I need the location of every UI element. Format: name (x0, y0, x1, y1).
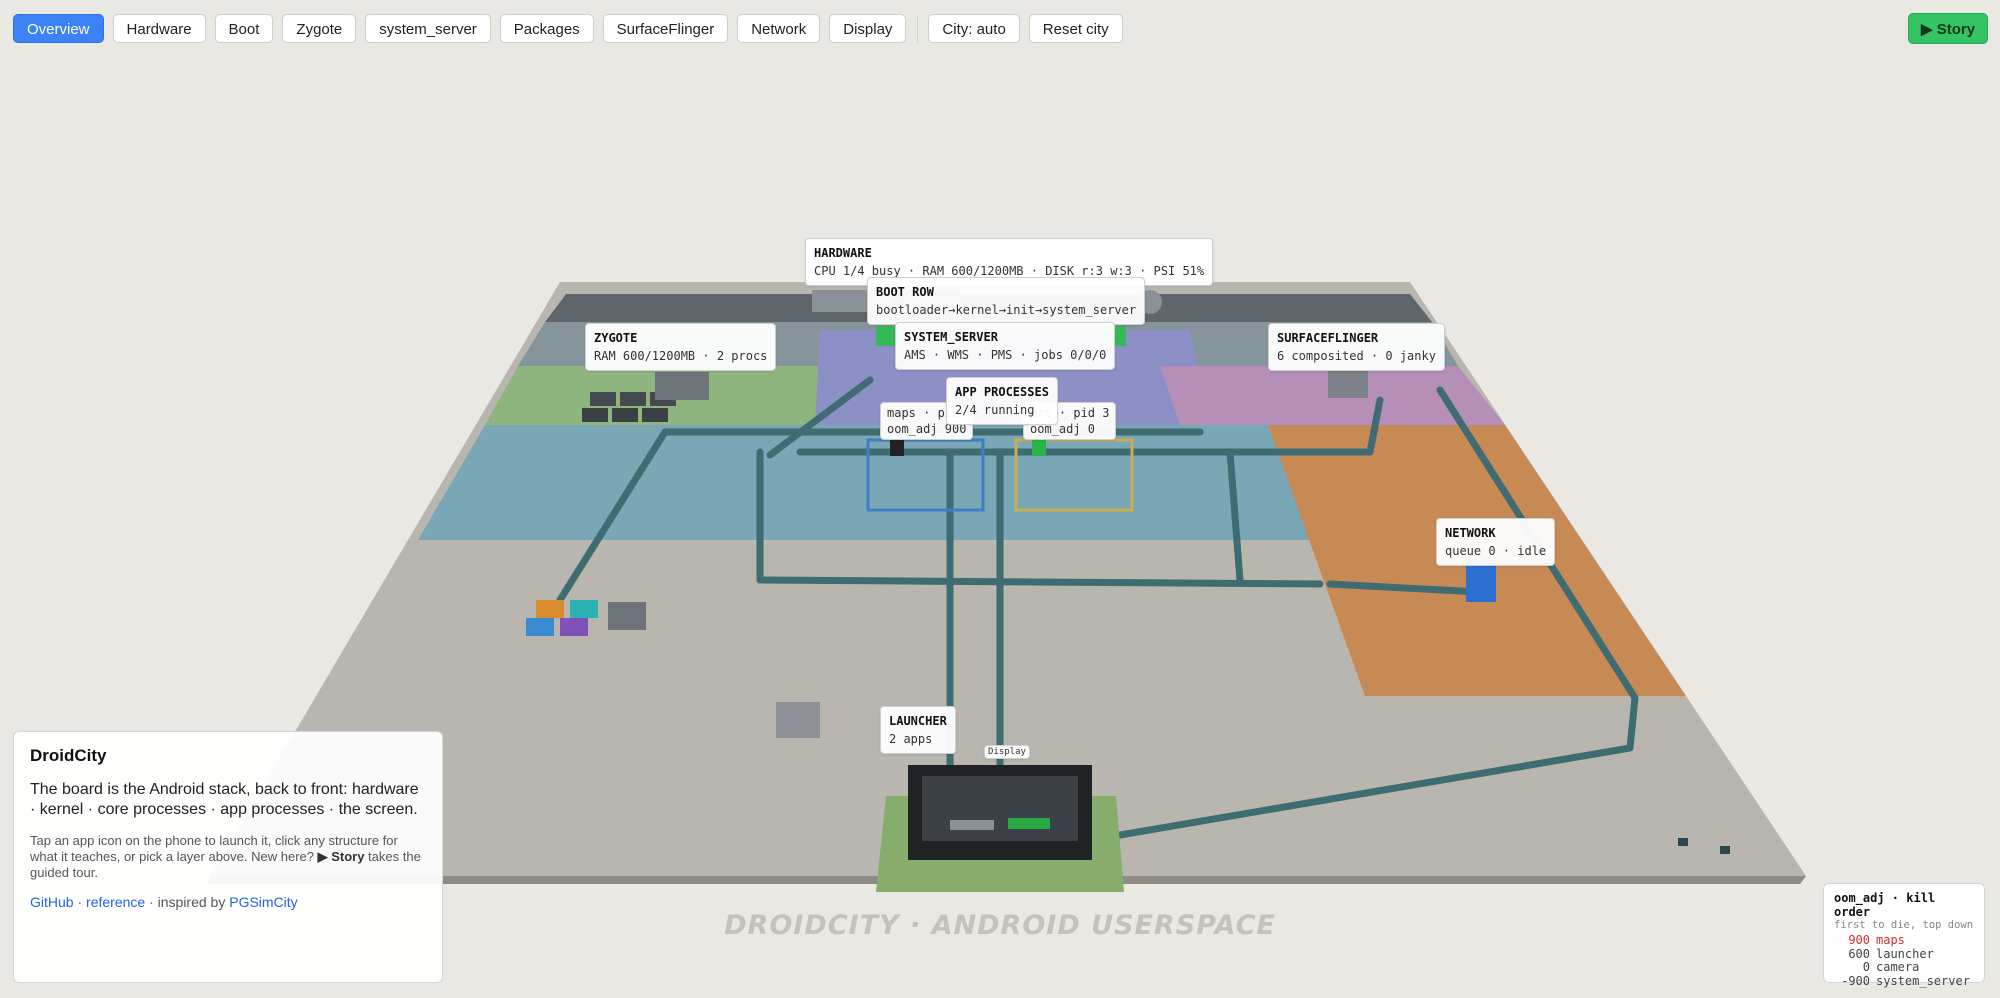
zygote-label[interactable]: ZYGOTE RAM 600/1200MB · 2 procs (585, 323, 777, 371)
tab-overview[interactable]: Overview (13, 14, 104, 43)
link-separator: · (73, 894, 87, 910)
tab-packages[interactable]: Packages (499, 14, 594, 43)
small-marker (1720, 846, 1730, 854)
storage-block[interactable] (776, 702, 820, 738)
oom-panel-title: oom_adj · kill order (1834, 891, 1936, 919)
info-panel-links: GitHub · reference · inspired by PGSimCi… (30, 894, 426, 910)
boot-row-label-title: BOOT ROW (876, 285, 934, 299)
tab-boot[interactable]: Boot (214, 14, 274, 43)
oom-row-value: -900 (1841, 973, 1870, 988)
story-button[interactable]: ▶ Story (1908, 13, 1989, 44)
reference-link[interactable]: reference (86, 894, 146, 910)
zygote-label-text: RAM 600/1200MB · 2 procs (594, 349, 768, 363)
oom-row-name: camera (1876, 960, 1920, 974)
tab-zygote[interactable]: Zygote (282, 14, 357, 43)
pgsimcity-link[interactable]: PGSimCity (229, 894, 298, 910)
reset-city-button[interactable]: Reset city (1028, 14, 1123, 43)
phone-app-button-green[interactable] (1008, 818, 1050, 829)
camera-app-icon[interactable] (1032, 440, 1046, 456)
city-mode-button[interactable]: City: auto (928, 14, 1020, 43)
app-processes-label-title: APP PROCESSES (955, 385, 1049, 399)
ams-block[interactable] (876, 326, 898, 346)
small-marker (1678, 838, 1688, 846)
tab-system-server[interactable]: system_server (365, 14, 491, 43)
board-watermark: DROIDCITY · ANDROID USERSPACE (724, 910, 1276, 941)
app-processes-zone[interactable] (418, 425, 1310, 540)
maps-process-lot[interactable] (866, 438, 985, 512)
oom-row-name: maps (1876, 933, 1905, 947)
layer-toolbar: Overview Hardware Boot Zygote system_ser… (13, 13, 1132, 44)
oom-row: 0 camera (1834, 960, 1974, 975)
camera-process-line2: oom_adj 0 (1030, 422, 1096, 436)
info-hint-story: ▶ Story (317, 849, 365, 864)
oom-row: -900 system_server (1834, 973, 1974, 989)
info-panel-lead: The board is the Android stack, back to … (30, 781, 419, 818)
camera-process-lot[interactable] (1014, 438, 1134, 512)
oom-row-value: 600 (1848, 946, 1870, 961)
boot-row-label-text: bootloader→kernel→init→system_server (876, 303, 1137, 317)
info-hint-text: Tap an app icon on the phone to launch i… (30, 833, 398, 864)
maps-process-line1: maps · pid (887, 406, 960, 420)
info-panel: DroidCity The board is the Android stack… (13, 731, 443, 983)
launcher-blocks[interactable] (526, 600, 646, 636)
oom-row-name: launcher (1876, 946, 1934, 961)
zygote-pods[interactable] (582, 372, 709, 422)
sf-compositor[interactable] (1328, 368, 1368, 398)
hardware-label-text: CPU 1/4 busy · RAM 600/1200MB · DISK r:3… (814, 264, 1205, 278)
oom-row-value: 0 (1862, 960, 1870, 974)
surfaceflinger-label[interactable]: SURFACEFLINGER 6 composited · 0 janky (1268, 323, 1445, 371)
boot-row-label[interactable]: BOOT ROW bootloader→kernel→init→system_s… (867, 277, 1146, 325)
info-hint-tail: takes the guided tour. (30, 849, 421, 880)
network-label-title: NETWORK (1445, 526, 1496, 540)
surfaceflinger-label-text: 6 composited · 0 janky (1277, 349, 1436, 363)
network-label-text: queue 0 · idle (1445, 544, 1547, 558)
network-label[interactable]: NETWORK queue 0 · idle (1436, 518, 1556, 566)
oom-row-value: 900 (1848, 933, 1870, 947)
github-link[interactable]: GitHub (30, 894, 74, 910)
info-panel-title: DroidCity (30, 746, 107, 765)
system-server-label-text: AMS · WMS · PMS · jobs 0/0/0 (904, 348, 1107, 362)
maps-app-icon[interactable] (890, 440, 904, 456)
oom-panel-subtitle: first to die, top down (1834, 919, 1974, 931)
phone-display (922, 776, 1078, 841)
launcher-label[interactable]: LAUNCHER 2 apps (880, 706, 956, 754)
oom-row: 900 maps (1834, 933, 1974, 948)
surfaceflinger-label-title: SURFACEFLINGER (1277, 331, 1379, 345)
info-panel-hint: Tap an app icon on the phone to launch i… (30, 833, 426, 881)
hardware-label-title: HARDWARE (814, 246, 872, 260)
inspired-by-text: · inspired by (149, 894, 230, 910)
launcher-label-title: LAUNCHER (889, 714, 947, 728)
oom-kill-order-panel: oom_adj · kill order first to die, top d… (1823, 883, 1985, 987)
tab-display[interactable]: Display (829, 14, 907, 43)
oom-row-name: system_server (1876, 973, 1970, 988)
toolbar-divider (917, 15, 919, 42)
maps-process-line2: oom_adj 900 (887, 422, 967, 436)
system-server-label-title: SYSTEM_SERVER (904, 330, 998, 344)
display-tag[interactable]: Display (984, 745, 1030, 759)
oom-row: 600 launcher (1834, 946, 1974, 962)
app-processes-label[interactable]: APP PROCESSES 2/4 running (946, 377, 1058, 425)
app-processes-label-text: 2/4 running (955, 403, 1035, 417)
network-tower[interactable] (1466, 560, 1496, 602)
system-server-label[interactable]: SYSTEM_SERVER AMS · WMS · PMS · jobs 0/0… (895, 322, 1116, 370)
launcher-label-text: 2 apps (889, 732, 933, 746)
phone-app-button[interactable] (950, 820, 994, 830)
tab-surfaceflinger[interactable]: SurfaceFlinger (602, 14, 729, 43)
tab-network[interactable]: Network (737, 14, 821, 43)
zygote-label-title: ZYGOTE (594, 331, 638, 345)
tab-hardware[interactable]: Hardware (112, 14, 206, 43)
